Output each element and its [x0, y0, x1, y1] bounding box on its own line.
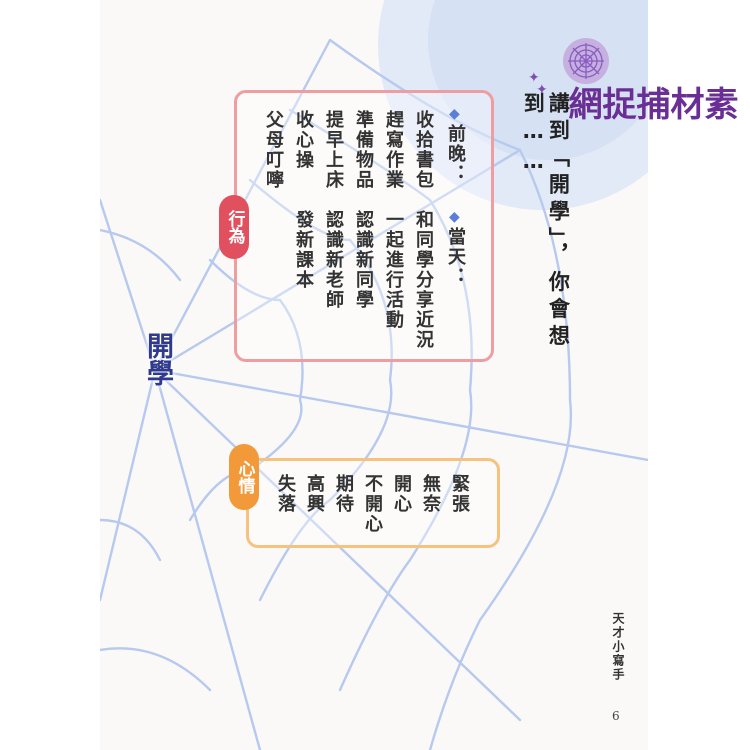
before-item: 準備物品: [353, 110, 374, 190]
before-label: 前晚：: [445, 124, 466, 184]
mood-item: 高興: [304, 474, 325, 514]
diamond-icon: ◆: [449, 209, 460, 225]
mood-item: 期待: [333, 474, 354, 514]
mood-item: 無奈: [420, 474, 441, 514]
day-label: 當天：: [445, 227, 466, 287]
star-icon: ✦✦: [528, 70, 548, 98]
page-number: 6: [612, 709, 620, 723]
before-item: 提早上床: [323, 110, 344, 190]
day-item: 認識新老師: [323, 210, 344, 310]
behavior-tag: 行為: [219, 195, 249, 259]
mood-item: 失落: [275, 474, 296, 514]
day-item: 發新課本: [293, 210, 314, 290]
mood-tag: 心情: [229, 444, 259, 510]
before-item: 趕寫作業: [383, 110, 404, 190]
prompt-text: 講到「開學」，你會想到……: [521, 92, 571, 352]
before-item: 父母叮嚀: [263, 110, 284, 190]
before-item: 收拾書包: [413, 110, 434, 190]
spider-web-icon: [563, 38, 609, 84]
mood-box: [246, 458, 500, 548]
mood-item: 緊張: [449, 474, 470, 514]
diamond-icon: ◆: [449, 106, 460, 122]
mood-item: 開心: [391, 474, 412, 514]
day-item: 一起進行活動: [383, 210, 404, 330]
center-topic: 開學: [142, 332, 173, 386]
day-item: 認識新同學: [353, 210, 374, 310]
page-title: 素材捕捉網: [562, 86, 738, 121]
day-item: 和同學分享近況: [413, 210, 434, 350]
series-title: 天才小寫手: [611, 612, 625, 682]
before-item: 收心操: [293, 110, 314, 170]
mood-item: 不開心: [362, 474, 383, 534]
behavior-box: [234, 90, 494, 362]
